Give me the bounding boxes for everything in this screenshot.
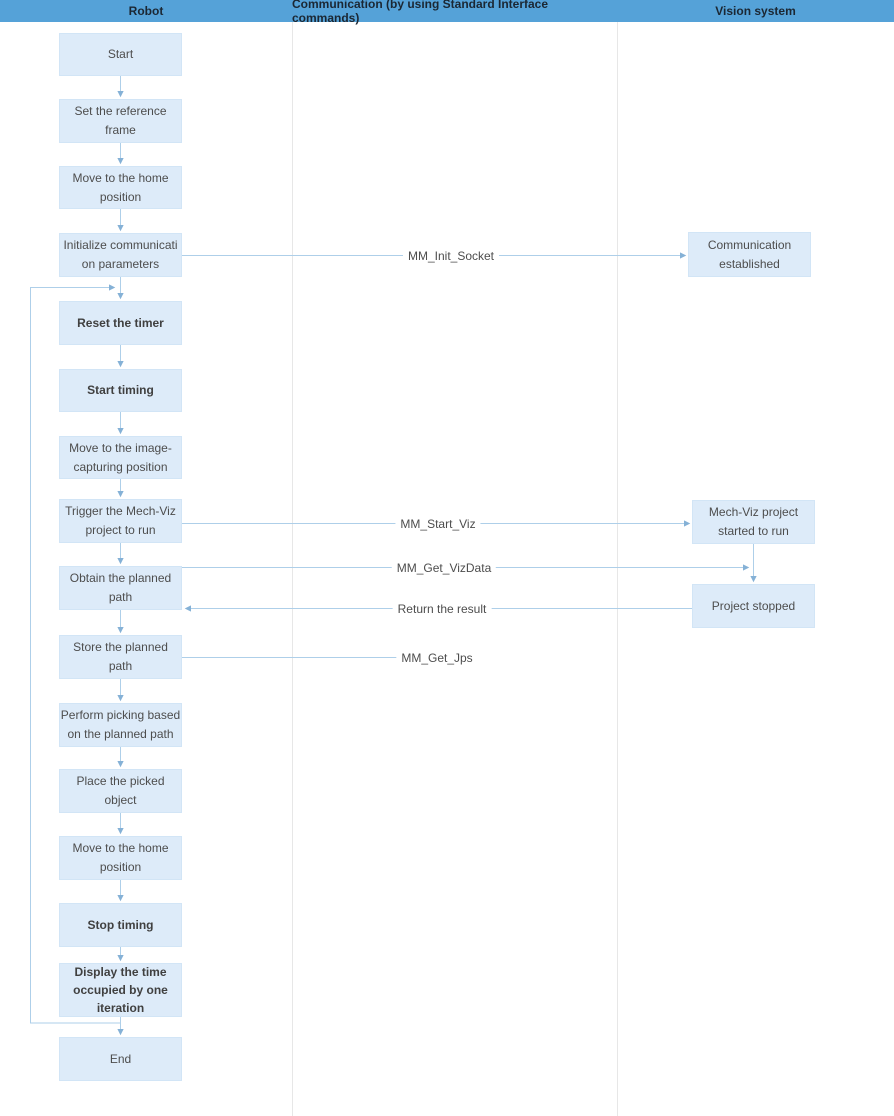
flow-node-stop-timing: Stop timing [59, 903, 182, 947]
flow-node-store-planned-path: Store the planned path [59, 635, 182, 679]
flow-node-initialize-communication: Initialize communicati on parameters [59, 233, 182, 277]
flow-node-move-home-position-1: Move to the home position [59, 166, 182, 209]
lane-divider-left [292, 22, 293, 1116]
message-label-return-result: Return the result [392, 602, 492, 616]
flow-node-mechviz-project-started: Mech-Viz project started to run [692, 500, 815, 544]
lane-header-robot: Robot [0, 0, 292, 22]
lane-header-communication: Communication (by using Standard Interfa… [292, 0, 617, 25]
flow-node-end: End [59, 1037, 182, 1081]
flow-node-set-reference-frame: Set the reference frame [59, 99, 182, 143]
flow-node-obtain-planned-path: Obtain the planned path [59, 566, 182, 610]
flow-node-trigger-mechviz-project: Trigger the Mech-Viz project to run [59, 499, 182, 543]
flow-node-reset-timer: Reset the timer [59, 301, 182, 345]
message-label-mm-init-socket: MM_Init_Socket [402, 249, 500, 263]
flow-node-start: Start [59, 33, 182, 76]
message-label-mm-get-jps: MM_Get_Jps [396, 651, 478, 665]
flow-node-perform-picking: Perform picking based on the planned pat… [59, 703, 182, 747]
message-label-mm-start-viz: MM_Start_Viz [395, 517, 481, 531]
lane-divider-right [617, 22, 618, 1116]
lane-header-vision-system: Vision system [617, 0, 894, 22]
flow-node-move-image-capturing-position: Move to the image- capturing position [59, 436, 182, 479]
message-label-mm-get-vizdata: MM_Get_VizData [391, 561, 497, 575]
flow-node-place-picked-object: Place the picked object [59, 769, 182, 813]
flow-node-display-iteration-time: Display the time occupied by one iterati… [59, 963, 182, 1017]
flow-node-move-home-position-2: Move to the home position [59, 836, 182, 880]
flow-node-project-stopped: Project stopped [692, 584, 815, 628]
flow-node-start-timing: Start timing [59, 369, 182, 412]
flow-node-communication-established: Communication established [688, 232, 811, 277]
